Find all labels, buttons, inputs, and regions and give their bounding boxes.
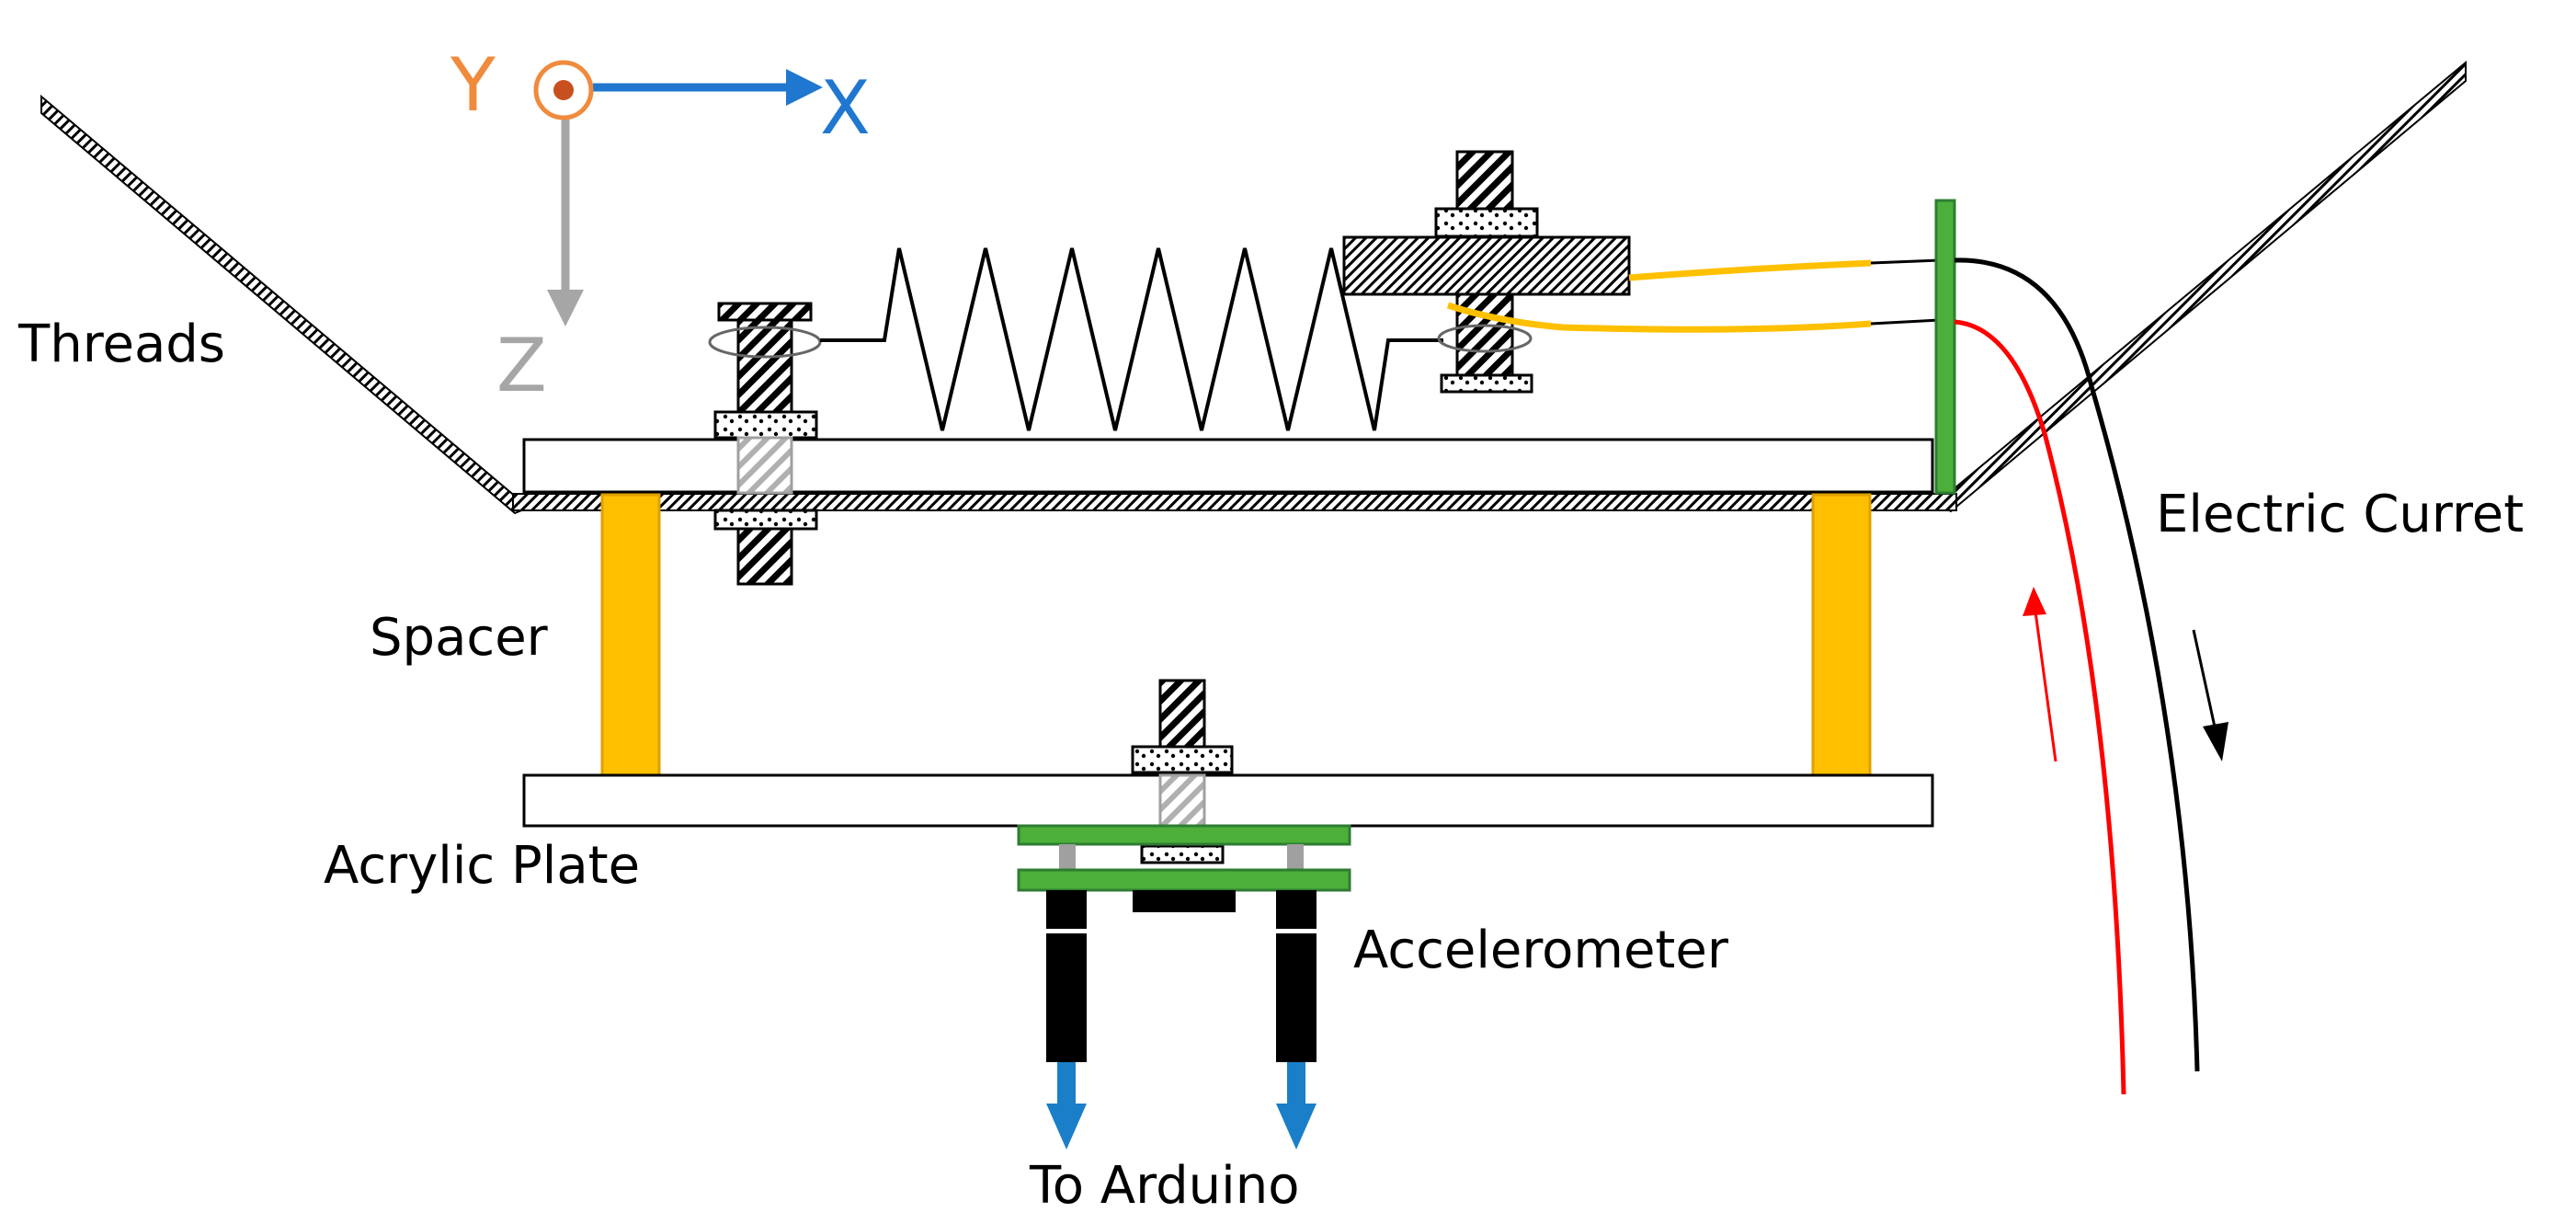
spacer-label: Spacer: [370, 608, 549, 668]
yellow-wire-lower: [1446, 302, 1872, 333]
accelerometer-chip: [1133, 890, 1236, 912]
spring: [820, 247, 1443, 431]
left-bolt-nut-top: [713, 410, 818, 440]
electric-current-label: Electric Curret: [2156, 485, 2524, 544]
right-bolt-shaft: [1455, 292, 1514, 381]
x-axis-arrowhead: [786, 69, 823, 106]
current-down-arrow: [2192, 629, 2217, 732]
lower-bolt-nut-bottom: [1140, 844, 1225, 864]
left-bolt-shaft: [736, 318, 793, 414]
black-current-wire: [1954, 257, 2200, 1072]
green-terminal-board: [1934, 199, 1956, 495]
red-current-wire: [1954, 319, 2126, 1095]
z-axis-arrowhead: [547, 290, 584, 326]
left-bolt-head: [717, 302, 813, 322]
lower-bolt-shaft-hidden: [1158, 773, 1206, 828]
header-pin-left-upper: [1046, 890, 1087, 929]
y-axis-label: Y: [450, 42, 496, 128]
left-bolt: [708, 302, 822, 586]
black-lead-lower: [1870, 318, 1941, 326]
current-up-arrow: [2034, 611, 2057, 762]
to-arduino-label: To Arduino: [1029, 1156, 1299, 1216]
right-bolt-mass: [1342, 150, 1631, 394]
left-bolt-nut-bottom: [713, 509, 818, 531]
current-up-arrowhead: [2023, 587, 2046, 616]
coordinate-axes: Y X Z: [450, 42, 871, 408]
accelerometer-label: Accelerometer: [1353, 921, 1729, 980]
pcb-standoff-left: [1059, 844, 1076, 870]
yellow-wire-upper: [1628, 259, 1872, 281]
arduino-arrow-left-shaft: [1057, 1062, 1076, 1108]
lower-bolt-nut: [1131, 745, 1234, 774]
arduino-arrow-left-head: [1046, 1104, 1087, 1150]
accelerometer: [1017, 824, 1351, 1062]
lower-bolt-top: [1158, 679, 1206, 749]
hatched-mass-block: [1342, 235, 1631, 296]
header-pin-right-upper: [1276, 890, 1316, 929]
arduino-arrow-right-head: [1276, 1104, 1316, 1150]
upper-thread-base: [512, 493, 1957, 511]
threads: [40, 60, 2467, 515]
pcb-standoff-right: [1287, 844, 1304, 870]
left-thread: [40, 94, 530, 515]
header-pin-right-lower: [1276, 933, 1316, 1062]
y-axis-dot: [553, 80, 574, 100]
right-bolt-nut-top: [1434, 207, 1539, 238]
left-spacer: [600, 493, 661, 777]
right-spacer: [1811, 493, 1872, 777]
acrylic-plate-label: Acrylic Plate: [324, 836, 640, 896]
current-down-arrowhead: [2203, 722, 2228, 761]
lower-acrylic-plate: [522, 773, 1934, 828]
right-bolt-nut-bottom: [1440, 373, 1533, 394]
header-pin-left-lower: [1046, 933, 1087, 1062]
upper-acrylic-plate: [522, 438, 1934, 494]
right-thread: [1936, 60, 2467, 513]
accelerometer-pcb-top: [1017, 824, 1351, 846]
black-lead-upper: [1870, 258, 1941, 265]
x-axis-label: X: [820, 65, 871, 151]
threads-label: Threads: [17, 315, 225, 374]
accelerometer-pcb-bottom: [1017, 868, 1351, 892]
right-bolt-top: [1455, 150, 1514, 211]
left-bolt-shaft-hidden: [736, 436, 793, 495]
left-bolt-shaft-bottom: [736, 527, 793, 586]
arduino-arrows: [1046, 1062, 1316, 1150]
right-bolt-washer: [1437, 324, 1533, 353]
lower-bolt: [1131, 679, 1234, 864]
z-axis-label: Z: [496, 323, 547, 408]
arduino-arrow-right-shaft: [1287, 1062, 1305, 1108]
